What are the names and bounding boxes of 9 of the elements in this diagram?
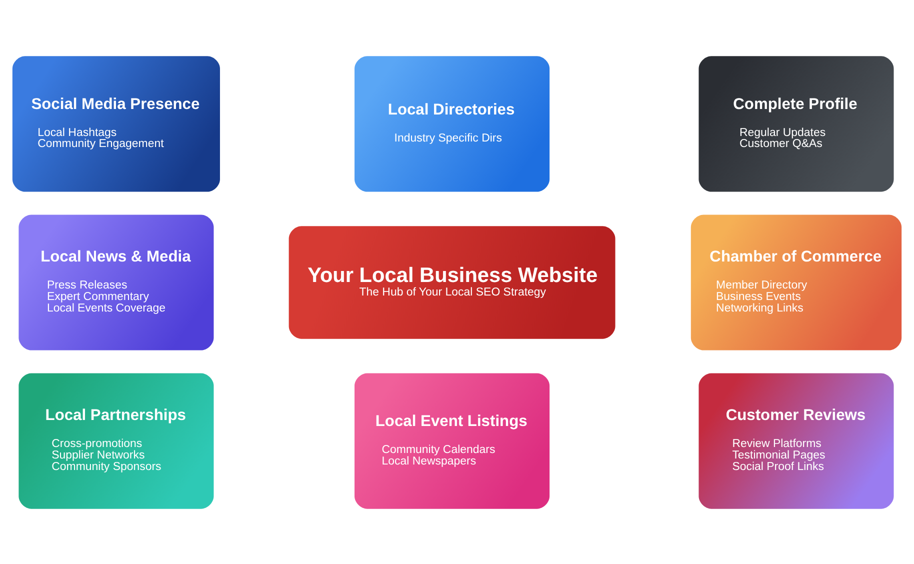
node-box: Local Directories Industry Specific Dirs — [354, 56, 550, 192]
node-box: Local Event Listings Community Calendars Local Newspapers — [354, 372, 550, 508]
node-box: Social Media Presence Local Hashtags Community Engagement — [12, 56, 220, 192]
node-box: Local News & Media Press Releases Expert Commentary Local Events Coverage — [18, 214, 214, 350]
node-box: Chamber of Commerce Member Directory Business Events Networking Links — [690, 214, 902, 350]
node-box: Your Local Business Website The Hub of Your Local SEO Strategy — [288, 226, 616, 338]
node-box: Customer Reviews Review Platforms Testimonial Pages Social Proof Links — [698, 372, 894, 508]
node-box: Complete Profile Regular Updates Customer Q&As — [698, 56, 894, 192]
node-box: Local Partnerships Cross-promotions Supplier Networks Community Sponsors — [18, 372, 214, 508]
